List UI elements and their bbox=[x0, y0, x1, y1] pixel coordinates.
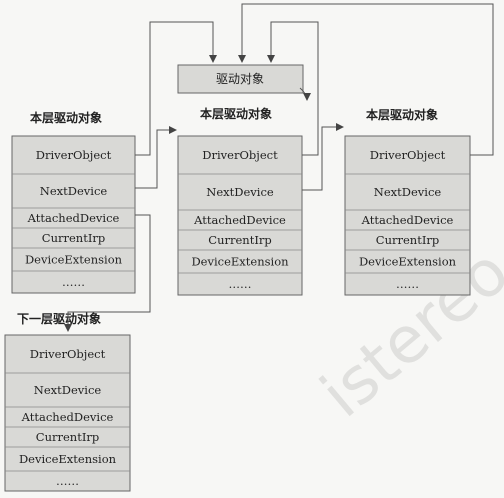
arrow-middle-nextdevice-to-right bbox=[302, 123, 344, 191]
arrow-right-driverobject-to-driver bbox=[238, 3, 494, 156]
field-currentirp: CurrentIrp bbox=[208, 233, 271, 247]
connectors bbox=[64, 3, 494, 332]
field-attacheddevice: AttachedDevice bbox=[193, 213, 286, 227]
driver-object-label: 驱动对象 bbox=[216, 72, 264, 86]
field-ellipsis: …… bbox=[62, 275, 85, 289]
field-driverobject: DriverObject bbox=[36, 148, 112, 162]
device-object-this-layer-middle: DriverObjectNextDeviceAttachedDeviceCurr… bbox=[177, 135, 303, 296]
field-ellipsis: …… bbox=[229, 277, 252, 291]
field-attacheddevice: AttachedDevice bbox=[361, 213, 454, 227]
field-driverobject: DriverObject bbox=[370, 148, 446, 162]
heading-this-layer-middle: 本层驱动对象 bbox=[200, 106, 272, 121]
arrow-middle-driverobject-to-driver bbox=[267, 21, 319, 156]
field-nextdevice: NextDevice bbox=[206, 185, 274, 199]
field-currentirp: CurrentIrp bbox=[42, 231, 105, 245]
field-deviceextension: DeviceExtension bbox=[191, 255, 289, 269]
field-nextdevice: NextDevice bbox=[40, 184, 108, 198]
heading-this-layer-right: 本层驱动对象 bbox=[366, 107, 438, 122]
field-currentirp: CurrentIrp bbox=[36, 430, 99, 444]
heading-this-layer-left: 本层驱动对象 bbox=[30, 110, 102, 125]
field-nextdevice: NextDevice bbox=[34, 383, 102, 397]
device-box-frame bbox=[177, 135, 303, 296]
arrow-left-attacheddevice-to-lower bbox=[64, 214, 151, 332]
field-nextdevice: NextDevice bbox=[374, 185, 442, 199]
device-box-frame bbox=[4, 334, 131, 492]
field-deviceextension: DeviceExtension bbox=[19, 452, 117, 466]
device-box-frame bbox=[11, 135, 136, 294]
field-currentirp: CurrentIrp bbox=[376, 233, 439, 247]
heading-lower-layer: 下一层驱动对象 bbox=[17, 311, 101, 326]
device-object-this-layer-right: DriverObjectNextDeviceAttachedDeviceCurr… bbox=[344, 135, 471, 296]
field-deviceextension: DeviceExtension bbox=[25, 253, 123, 267]
field-attacheddevice: AttachedDevice bbox=[21, 410, 114, 424]
field-ellipsis: …… bbox=[396, 277, 419, 291]
driver-object-box: 驱动对象 bbox=[177, 64, 304, 94]
field-driverobject: DriverObject bbox=[30, 347, 106, 361]
device-box-frame bbox=[344, 135, 471, 296]
field-deviceextension: DeviceExtension bbox=[359, 255, 457, 269]
field-ellipsis: …… bbox=[56, 474, 79, 488]
arrow-left-driverobject-to-driver bbox=[135, 21, 217, 156]
field-attacheddevice: AttachedDevice bbox=[27, 211, 120, 225]
field-driverobject: DriverObject bbox=[202, 148, 278, 162]
arrow-top-box-curve bbox=[299, 87, 311, 101]
device-object-this-layer-left: DriverObjectNextDeviceAttachedDeviceCurr… bbox=[11, 135, 136, 294]
arrow-left-nextdevice-to-middle bbox=[135, 126, 177, 189]
device-object-lower-layer: DriverObjectNextDeviceAttachedDeviceCurr… bbox=[4, 334, 131, 492]
